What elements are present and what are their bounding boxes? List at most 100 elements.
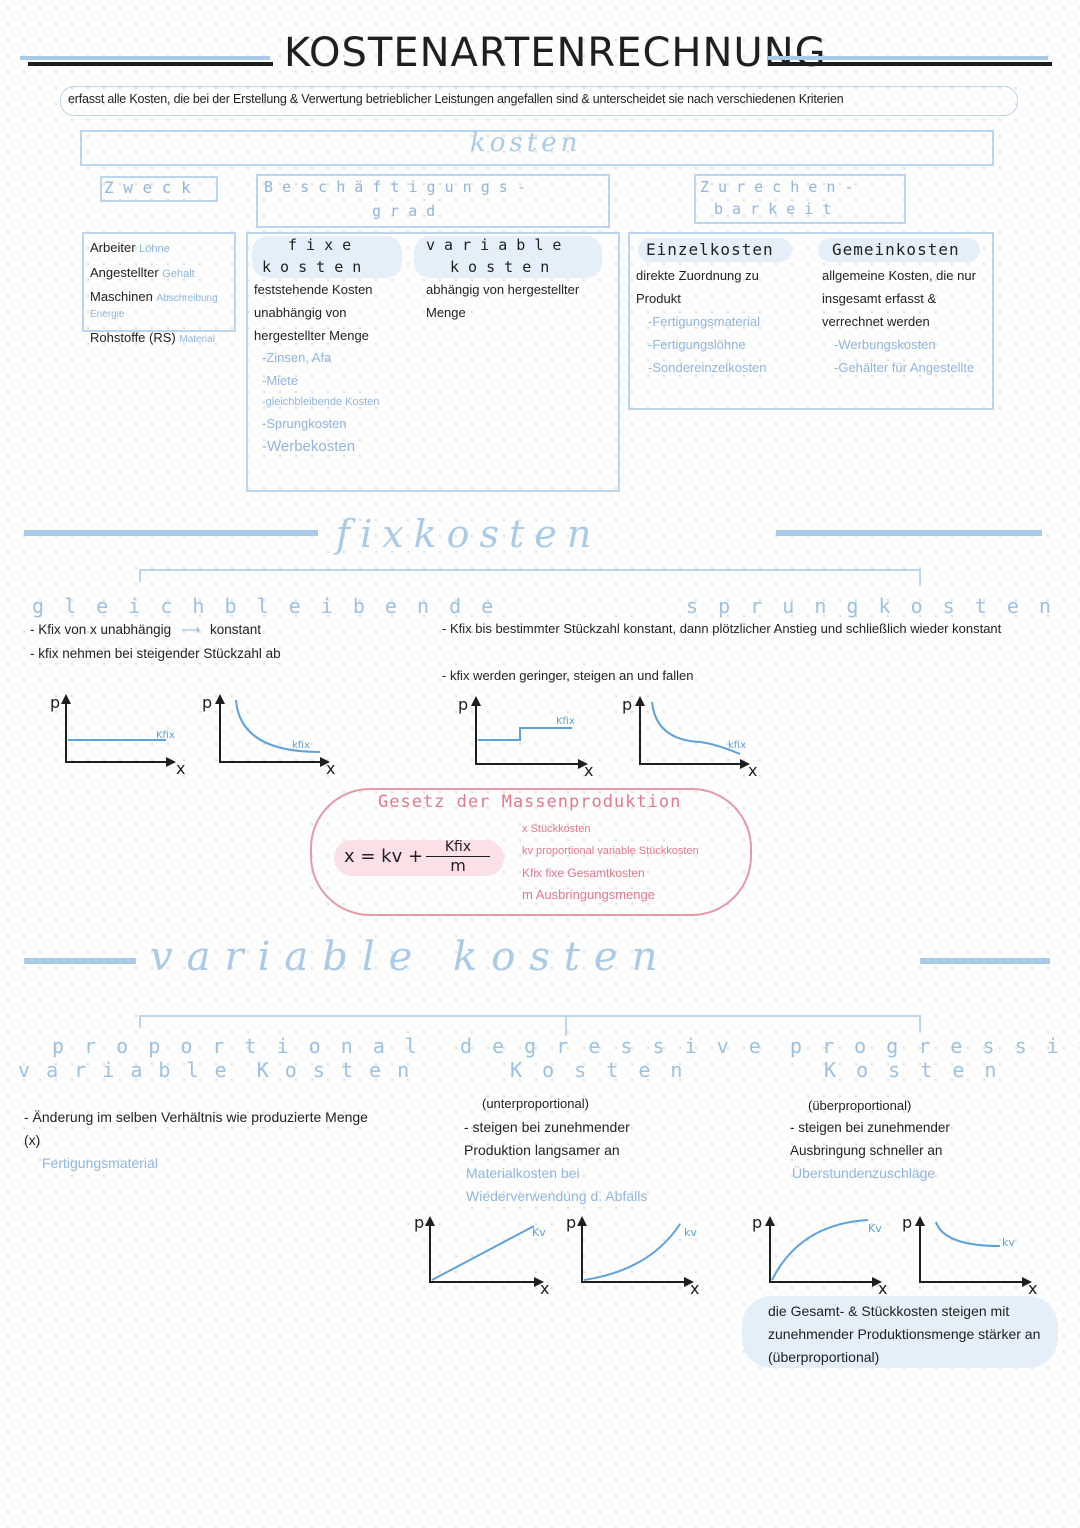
axis-label-p: p [50, 693, 60, 712]
axis-label-x: x [748, 761, 757, 780]
axis-label-x: x [326, 759, 335, 778]
zweck-row: Arbeiter Löhne [90, 240, 170, 255]
fixe-title-2: k o s t e n [262, 258, 362, 276]
progressive-title-2: K o s t e n [824, 1058, 1001, 1082]
axis-label-p: p [202, 693, 212, 712]
progressive-example: Überstundenzuschläge [792, 1165, 936, 1181]
variable-bar-right [920, 958, 1050, 964]
proportional-example: Fertigungsmaterial [42, 1155, 158, 1171]
gemeinkosten-title: Gemeinkosten [832, 240, 960, 259]
progressive-text-2: - steigen bei zunehmender Ausbringung sc… [790, 1120, 950, 1158]
einzel-example: -Fertigungsmaterial [648, 314, 760, 329]
arrow-right-icon [740, 759, 750, 769]
degressive-example: Materialkosten bei Wiederverwendung d. A… [466, 1165, 648, 1204]
progressive-note-box [742, 1296, 1058, 1368]
axis-label-p: p [622, 695, 632, 714]
linear-line [431, 1225, 535, 1281]
graph-axes [769, 1224, 872, 1283]
fixe-example: -Zinsen, Afa [262, 350, 332, 365]
beschaeftigung-heading-2: g r a d [372, 202, 436, 220]
arrow-right-icon [872, 1277, 882, 1287]
fixkosten-heading: fixkosten [336, 512, 602, 556]
fixe-example: -Sprungkosten [262, 416, 347, 431]
einzel-example: -Sondereinzelkosten [648, 360, 767, 375]
zurechenbarkeit-heading-2: b a r k e i t [714, 200, 832, 218]
gesetz-legend: x Stückkosten kv proportional variable S… [522, 818, 699, 906]
zurechenbarkeit-heading-box [694, 174, 906, 224]
zurechenbarkeit-box [628, 232, 994, 410]
arrow-up-icon [425, 1216, 435, 1226]
curve-label: Kfix [556, 716, 575, 727]
arrow-right-icon [166, 757, 176, 767]
fixkosten-bar-left [24, 530, 318, 536]
variable-title-2: k o s t e n [450, 258, 550, 276]
graph-axes [581, 1224, 684, 1283]
formula-denominator: m [450, 856, 466, 875]
einzelkosten-pill [638, 238, 792, 262]
kosten-heading: kosten [470, 128, 582, 158]
curve-label: Kfix [156, 730, 175, 741]
degressive-curve [771, 1219, 869, 1281]
fixe-example: -Werbekosten [262, 438, 356, 455]
beschaeftigung-heading-1: B e s c h ä f t i g u n g s - [264, 178, 526, 196]
gemeinkosten-examples: -Werbungskosten -Gehälter für Angestellt… [834, 333, 984, 379]
zweck-row: Rohstoffe (RS) Material [90, 330, 215, 345]
zweck-heading-box [100, 176, 218, 202]
einzel-example: -Fertigungslöhne [648, 337, 746, 352]
graph-axes [475, 704, 578, 765]
title-accent-right [768, 56, 1048, 60]
title-rule-right [770, 62, 1052, 66]
graph-axes [639, 704, 740, 765]
progressive-curve [583, 1223, 681, 1281]
sprungkosten-title: s p r u n g k o s t e n [686, 594, 1055, 618]
title-rule-left [28, 62, 273, 66]
variable-text: abhängig von hergestellter Menge [426, 282, 580, 320]
kosten-header-box [80, 130, 994, 166]
progressive-text-1: (überproportional) [808, 1098, 912, 1113]
einzelkosten-text: direkte Zuordnung zu Produkt [636, 268, 759, 306]
degressive-title-1: d e g r e s s i v e [460, 1034, 765, 1058]
degressive-text-1: (unterproportional) [482, 1096, 589, 1111]
page-title: KOSTENARTENRECHNUNG [284, 30, 827, 76]
zweck-list: Arbeiter Löhne Angestellter Gehalt Masch… [90, 236, 230, 351]
gleich-line-1: - Kfix von x unabhängig ⟶ konstant [30, 622, 262, 637]
subtitle-text: erfasst alle Kosten, die bei der Erstell… [68, 92, 844, 106]
variable-kosten-pill [414, 236, 602, 278]
legend-item: kv proportional variable Stückkosten [522, 845, 699, 857]
falling-curve [935, 1221, 1001, 1247]
graph-axes [65, 702, 166, 763]
arrow-up-icon [915, 1216, 925, 1226]
variable-kosten-heading: variable kosten [150, 934, 672, 980]
sprung-line-2: - kfix werden geringer, steigen an und f… [442, 668, 694, 683]
fixe-kosten-pill [252, 236, 402, 278]
formula-numerator: Kfix [426, 838, 490, 857]
formula-highlight [334, 840, 504, 876]
axis-label-x: x [878, 1279, 887, 1298]
legend-item: Kfix fixe Gesamtkosten [522, 866, 645, 880]
arrow-right-icon [1022, 1277, 1032, 1287]
axis-label-x: x [690, 1279, 699, 1298]
legend-item: x Stückkosten [522, 823, 591, 835]
arrow-up-icon [577, 1216, 587, 1226]
title-accent-left [20, 56, 270, 60]
arrow-up-icon [471, 696, 481, 706]
fixe-title-1: f i x e [288, 236, 352, 254]
step-line [478, 727, 572, 741]
graph-axes [219, 702, 320, 763]
arrow-up-icon [765, 1216, 775, 1226]
axis-label-p: p [458, 695, 468, 714]
proportional-title-2: v a r i a b l e K o s t e n [18, 1058, 412, 1082]
gesetz-title: Gesetz der Massenproduktion [378, 792, 682, 812]
axis-label-x: x [540, 1279, 549, 1298]
fixe-example: -Miete [262, 373, 299, 388]
gemein-example: -Gehälter für Angestellte [834, 360, 975, 375]
einzelkosten-title: Einzelkosten [646, 240, 774, 259]
fixkosten-bar-right [776, 530, 1042, 536]
arrow-up-icon [215, 694, 225, 704]
curve-label: Kv [868, 1222, 882, 1235]
falling-curve [235, 699, 321, 753]
arrow-right-icon [578, 759, 588, 769]
